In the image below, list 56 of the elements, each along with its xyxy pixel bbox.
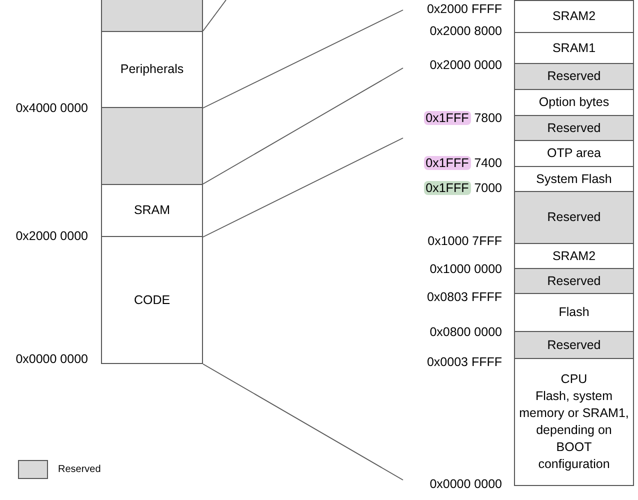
address-label: 0x1000 0000 xyxy=(430,261,502,278)
address-label: 0x2000 8000 xyxy=(430,23,502,40)
expansion-line xyxy=(202,68,404,184)
region-label: System Flash xyxy=(536,170,612,188)
address-label: 0x2000 0000 xyxy=(430,57,502,74)
address-label: 0x1FFF 7800 xyxy=(424,110,502,127)
region-label: Reserved xyxy=(547,209,601,226)
address-label: 0x1000 7FFF xyxy=(428,233,502,250)
address-label: 0x2000 FFFF xyxy=(426,1,502,18)
memory-region xyxy=(514,0,634,33)
region-label: Option bytes xyxy=(538,94,610,111)
reserved-region xyxy=(514,331,634,359)
memory-region xyxy=(514,166,634,192)
address-label: 0x0800 0000 xyxy=(430,324,502,341)
reserved-region xyxy=(514,115,634,141)
reserved-region xyxy=(101,107,203,185)
memory-region xyxy=(514,243,634,269)
address-label: 0x0003 FFFF xyxy=(426,354,502,371)
memory-region xyxy=(101,31,203,108)
region-label: Flash, system memory or SRAM1, depending on BOOT configuration xyxy=(519,388,629,473)
reserved-region xyxy=(514,191,634,244)
reserved-region xyxy=(514,268,634,294)
region-label: SRAM2 xyxy=(552,8,596,25)
address-label: 0x0000 0000 xyxy=(16,351,88,368)
region-label: SRAM xyxy=(134,202,170,219)
reserved-region xyxy=(101,0,203,32)
address-label: 0x1FFF 7400 xyxy=(424,155,502,172)
expansion-line xyxy=(202,10,404,108)
region-label: Reserved xyxy=(547,120,601,136)
legend-label: Reserved xyxy=(58,463,101,477)
region-label: Flash xyxy=(558,304,590,321)
address-label: 0x4000 0000 xyxy=(16,100,88,117)
region-label: Reserved xyxy=(547,336,601,354)
region-label: SRAM1 xyxy=(552,40,596,56)
memory-region xyxy=(101,236,203,364)
memory-region xyxy=(101,184,203,237)
expansion-line xyxy=(202,138,404,238)
reserved-region xyxy=(514,63,634,90)
region-label: OTP area xyxy=(547,145,601,162)
memory-region xyxy=(514,358,634,486)
region-label: Reserved xyxy=(547,272,601,290)
address-label: 0x2000 0000 xyxy=(16,228,88,245)
region-label: Peripherals xyxy=(120,61,184,78)
region-label: CPU xyxy=(560,371,588,388)
expansion-line xyxy=(202,364,404,480)
address-label: 0x0803 FFFF xyxy=(426,289,502,306)
memory-region xyxy=(514,89,634,116)
expansion-line xyxy=(202,0,226,32)
memory-region xyxy=(514,293,634,332)
region-label: SRAM2 xyxy=(552,248,596,264)
memory-region xyxy=(514,140,634,167)
memory-region xyxy=(514,32,634,64)
address-label: 0x1FFF 7000 xyxy=(424,180,502,197)
region-label: CODE xyxy=(134,292,170,308)
address-label: 0x0000 0000 xyxy=(430,476,502,493)
region-label: Reserved xyxy=(547,68,601,85)
